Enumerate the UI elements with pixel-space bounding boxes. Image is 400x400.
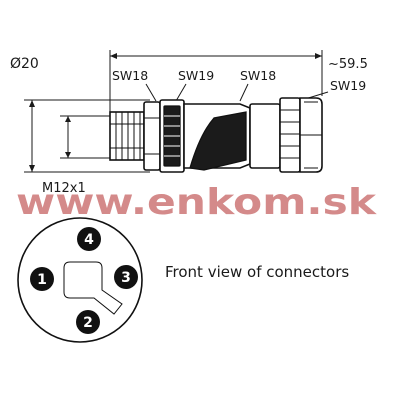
- front-view-caption: Front view of connectors: [165, 263, 349, 281]
- svg-text:2: 2: [83, 315, 93, 331]
- pin-1: 1: [30, 267, 54, 291]
- sw19-rear-label: SW19: [330, 78, 366, 93]
- pin-4: 4: [77, 227, 101, 251]
- nut-sw19-rear: [279, 97, 301, 173]
- connector-body: [109, 97, 323, 173]
- center-key: [63, 261, 123, 315]
- svg-text:1: 1: [37, 272, 47, 288]
- grip-wedge: [189, 111, 247, 171]
- sw18-rear-label: SW18: [240, 68, 276, 83]
- rear-body: [249, 103, 281, 169]
- thread-label: M12x1: [42, 181, 86, 196]
- pin-3: 3: [114, 265, 138, 289]
- svg-text:4: 4: [84, 232, 94, 248]
- svg-text:3: 3: [121, 270, 131, 286]
- length-dimension: ~59.5: [109, 50, 368, 118]
- length-label: ~59.5: [328, 57, 368, 72]
- sw18-front-label: SW18: [112, 68, 148, 83]
- sw19-front-label: SW19: [178, 68, 214, 83]
- thread-dimension: M12x1: [42, 115, 116, 196]
- diameter-dimension: Ø20: [10, 56, 150, 173]
- pin-2: 2: [76, 310, 100, 334]
- front-view: 4 1 3 2: [17, 217, 143, 343]
- watermark-text: www.enkom.sk: [16, 182, 377, 223]
- wrench-labels: SW18 SW19 SW18 SW19: [112, 68, 366, 104]
- thread-section: [109, 111, 145, 161]
- thread-lines: [110, 112, 144, 160]
- diameter-label: Ø20: [10, 56, 39, 72]
- nut-sw18-front: [143, 101, 161, 171]
